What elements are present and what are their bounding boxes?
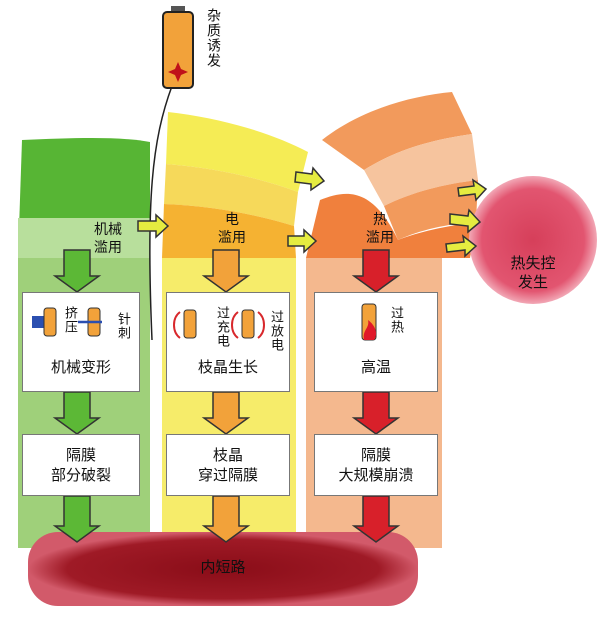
high-temperature-label: 高温 xyxy=(360,357,391,376)
electrical-down-arrow-1 xyxy=(201,249,251,293)
divider-line xyxy=(149,85,173,341)
thermal-icons xyxy=(361,303,377,341)
nail-label: 针刺 xyxy=(115,312,130,340)
overcharge-battery-icon xyxy=(183,309,197,339)
mechanical-down-arrow-3 xyxy=(52,495,102,543)
arrow-therm-to-runaway-1 xyxy=(457,178,488,202)
electrical-fan-top xyxy=(166,112,308,192)
thermal-runaway-label: 热失控 发生 xyxy=(510,254,556,291)
arrow-elec-to-therm xyxy=(287,228,318,254)
thermal-fan-2 xyxy=(364,134,478,206)
mechanical-deformation-box: 机械变形 xyxy=(22,292,140,392)
thermal-down-arrow-2 xyxy=(351,391,401,435)
overdischarge-arc-icon xyxy=(257,311,265,339)
crush-block-icon xyxy=(32,316,44,328)
mechanical-deformation-label: 机械变形 xyxy=(50,357,111,376)
electrical-abuse-label: 电 滥用 xyxy=(218,212,246,246)
overheat-label: 过热 xyxy=(388,306,403,334)
crush-label: 挤压 xyxy=(62,306,77,334)
separator-collapse-box: 隔膜 大规模崩溃 xyxy=(314,434,438,496)
thermal-fan-3 xyxy=(384,180,478,240)
overdischarge-arc-left-icon xyxy=(231,311,239,339)
electrical-down-arrow-3 xyxy=(201,495,251,543)
dendrite-penetration-box: 枝晶 穿过隔膜 xyxy=(166,434,290,496)
overdischarge-label: 过放电 xyxy=(268,310,283,352)
thermal-abuse-label: 热 滥用 xyxy=(366,212,394,246)
arrow-mech-to-elec xyxy=(137,213,170,239)
mechanical-down-arrow-1 xyxy=(52,249,102,293)
impurity-label: 杂质诱发 xyxy=(205,8,221,68)
overcharge-arc-icon xyxy=(173,311,181,339)
thermal-fan-4 xyxy=(306,193,476,258)
overcharge-label: 过充电 xyxy=(214,306,229,348)
arrow-therm-to-runaway-3 xyxy=(445,234,478,258)
mechanical-icons xyxy=(32,307,102,337)
electrical-down-arrow-2 xyxy=(201,391,251,435)
crush-battery-icon xyxy=(43,307,57,337)
arrow-therm-to-runaway-2 xyxy=(449,208,482,234)
thermal-fan-1 xyxy=(322,92,472,170)
dendrite-growth-label: 枝晶生长 xyxy=(197,357,258,376)
electrical-fan-mid xyxy=(164,164,298,226)
internal-short-label: 内短路 xyxy=(200,558,246,576)
internal-short-blob xyxy=(28,532,418,606)
mechanical-down-arrow-2 xyxy=(52,391,102,435)
separator-partial-rupture-box: 隔膜 部分破裂 xyxy=(22,434,140,496)
overdischarge-battery-icon xyxy=(241,309,255,339)
thermal-runaway-blob xyxy=(469,176,597,304)
overheat-flame-icon xyxy=(363,320,376,340)
thermal-down-arrow-3 xyxy=(351,495,401,543)
thermal-down-arrow-1 xyxy=(351,249,401,293)
electrical-icons xyxy=(173,309,265,339)
arrow-elec-top-to-therm xyxy=(294,166,326,192)
dendrite-growth-box: 枝晶生长 xyxy=(166,292,290,392)
electrical-fan-bottom xyxy=(162,204,296,258)
mechanical-fan-light xyxy=(18,218,150,258)
impurity-battery-icon xyxy=(162,6,194,89)
mechanical-abuse-label: 机械 滥用 xyxy=(94,222,122,256)
